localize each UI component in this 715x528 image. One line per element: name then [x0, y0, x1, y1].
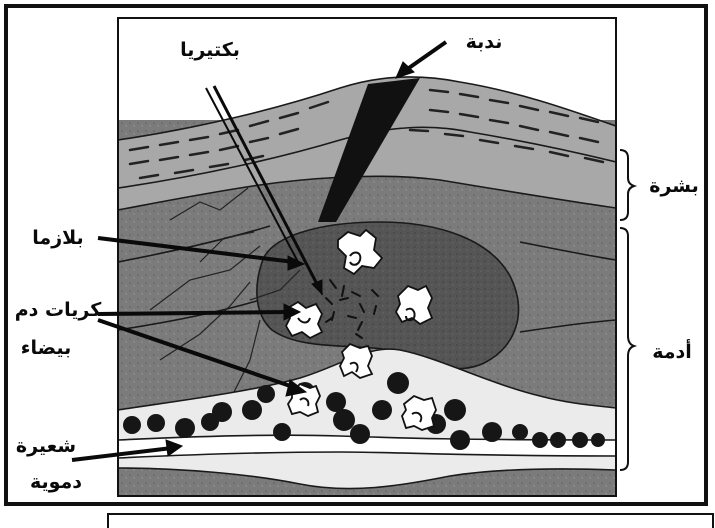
label-scar: ندبة: [466, 31, 503, 53]
wbc-arrow-1: [98, 312, 290, 314]
epidermis-bracket: [620, 150, 634, 220]
dermis-bracket: [620, 228, 634, 470]
label-dermis: أدمة: [652, 339, 692, 363]
label-capillary-2: دموية: [30, 471, 82, 493]
label-capillary-1: شعيرة: [16, 435, 76, 457]
label-white-blood-cells-2: بيضاء: [21, 337, 71, 359]
label-epidermis: بشرة: [649, 175, 699, 197]
scar-arrow: [406, 42, 446, 70]
layer-brackets: [620, 150, 634, 470]
bottom-strip-frame: [108, 514, 713, 528]
label-bacteria: بكتيريا: [180, 39, 240, 61]
label-plasma: بلازما: [32, 227, 83, 249]
label-white-blood-cells-1: كريات دم: [15, 299, 102, 321]
